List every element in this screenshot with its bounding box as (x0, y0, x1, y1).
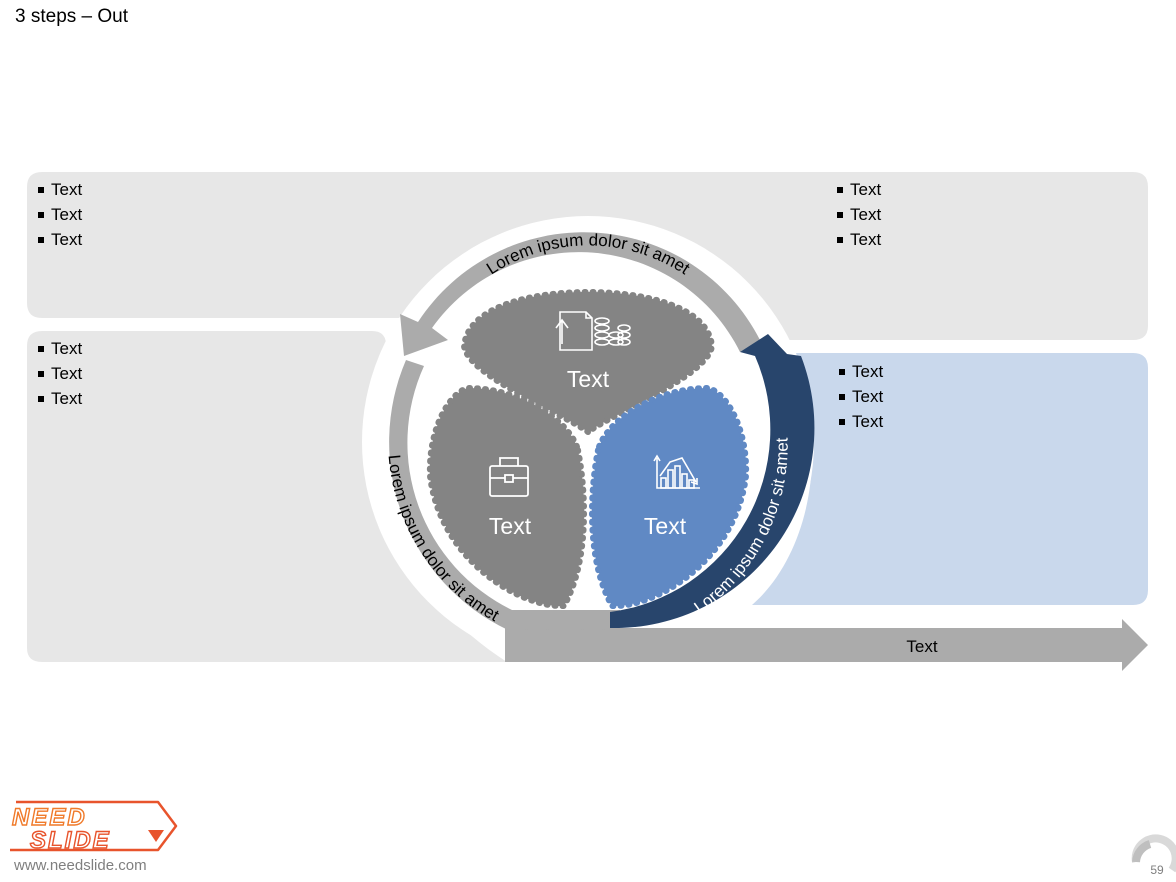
petal-top-label: Text (567, 366, 610, 392)
needslide-logo: NEED SLIDE (8, 800, 183, 855)
mid-left-bullets: Text Text Text (37, 336, 82, 411)
list-item: Text (838, 359, 883, 384)
briefcase-icon (489, 457, 529, 497)
navy-cycle-arrow (610, 334, 815, 629)
list-item: Text (37, 202, 82, 227)
list-item: Text (838, 384, 883, 409)
petal-left (426, 384, 587, 610)
grey-cycle-arrow (400, 232, 760, 356)
petal-top (460, 288, 716, 436)
svg-text:SLIDE: SLIDE (30, 827, 111, 852)
svg-text:NEED: NEED (12, 804, 87, 831)
list-item: Text (836, 177, 881, 202)
list-item: Text (37, 177, 82, 202)
list-item: Text (836, 202, 881, 227)
petal-left-label: Text (489, 513, 532, 539)
out-arrow-label: Text (906, 637, 937, 656)
out-arrow (505, 619, 1148, 671)
list-item: Text (37, 361, 82, 386)
page-number: 59 (1150, 863, 1164, 877)
mid-right-bullets: Text Text Text (838, 359, 883, 434)
left-panel (27, 331, 507, 662)
petal-right-label: Text (644, 513, 687, 539)
page-badge: 59 (1131, 834, 1176, 877)
document-coins-icon (555, 311, 631, 351)
site-url: www.needslide.com (14, 857, 147, 874)
top-right-bullets: Text Text Text (836, 177, 881, 252)
top-left-bullets: Text Text Text (37, 177, 82, 252)
list-item: Text (37, 336, 82, 361)
bar-chart-icon (653, 454, 700, 489)
top-panel (27, 172, 1148, 340)
right-panel (752, 353, 1148, 605)
list-item: Text (37, 386, 82, 411)
list-item: Text (836, 227, 881, 252)
list-item: Text (37, 227, 82, 252)
list-item: Text (838, 409, 883, 434)
slide-title: 3 steps – Out (15, 6, 129, 27)
petal-right (589, 384, 750, 610)
